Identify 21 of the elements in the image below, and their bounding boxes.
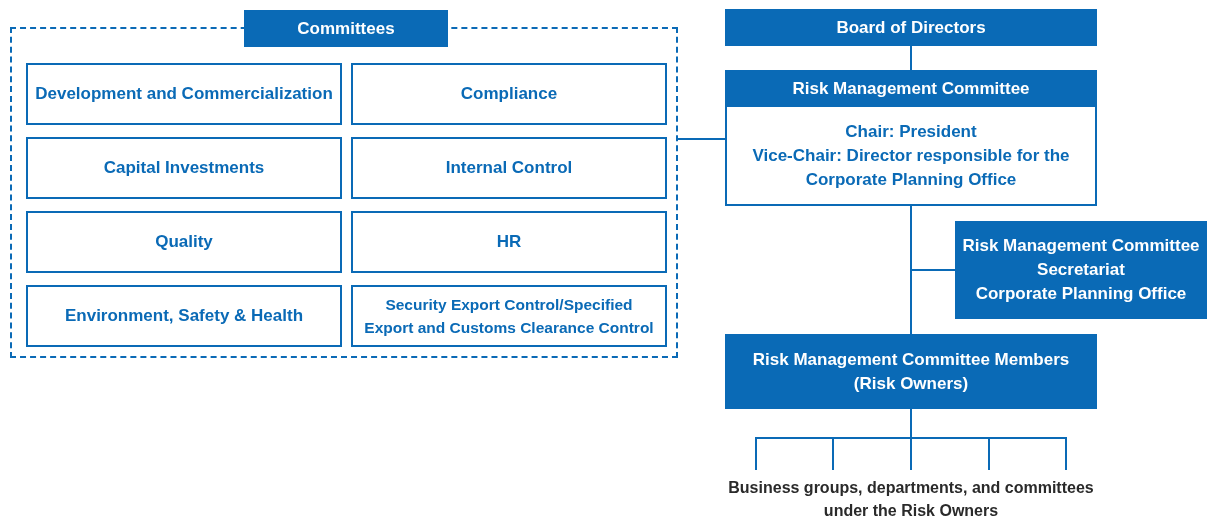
committee-box: Environment, Safety & Health — [26, 285, 342, 347]
org-box: Risk Management Committee Members (Risk Owners) — [725, 334, 1097, 409]
card-heading: Risk Management Committee — [725, 70, 1097, 107]
org-box: Board of Directors — [725, 9, 1097, 46]
committee-box: Capital Investments — [26, 137, 342, 199]
committee-card — [725, 70, 1097, 206]
committee-box: Security Export Control/Specified Export and Customs Clearance Control — [351, 285, 667, 347]
committee-box: Internal Control — [351, 137, 667, 199]
group-heading: Committees — [244, 10, 448, 47]
connector-line — [755, 408, 1067, 471]
committee-box: Quality — [26, 211, 342, 273]
connector-line — [910, 45, 912, 71]
connector-line — [677, 138, 726, 140]
committee-box: Development and Commercialization — [26, 63, 342, 125]
committee-box: Compliance — [351, 63, 667, 125]
card-text: Vice-Chair: Director responsible for the Corporate Planning Office — [751, 144, 1071, 191]
connector-line — [910, 205, 956, 271]
org-box: Risk Management Committee Secretariat Corporate Planning Office — [955, 221, 1207, 319]
card-text: Chair: President — [844, 120, 978, 143]
committee-box: HR — [351, 211, 667, 273]
caption-text: Business groups, departments, and committees under the Risk Owners — [711, 476, 1111, 524]
